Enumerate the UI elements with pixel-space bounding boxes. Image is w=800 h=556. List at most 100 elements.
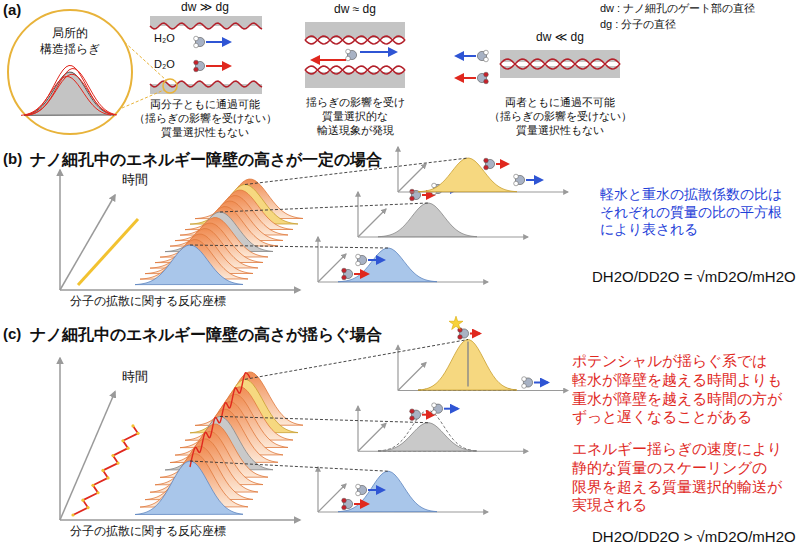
energy-profile	[338, 471, 437, 511]
trace-dot	[126, 447, 129, 450]
panel-title: ナノ細孔中のエネルギー障壁の高さが一定の場合	[30, 150, 382, 170]
time-axis	[358, 423, 386, 451]
d2o-molecule	[342, 498, 368, 510]
time-axis	[358, 209, 386, 237]
node-text: 局所的 構造揺らぎ	[40, 26, 100, 57]
trace-dot	[121, 439, 124, 442]
d2o-molecule	[342, 268, 368, 280]
d2o-molecule	[194, 60, 230, 72]
symbol-note: dg : 分子の直径	[600, 18, 676, 32]
fluctuating-barrier	[190, 373, 250, 467]
stall-star	[449, 316, 463, 329]
barrier-trace	[73, 426, 138, 515]
axis-label: 分子の拡散に関する反応座標	[70, 524, 226, 539]
fluctuation-wave	[305, 66, 405, 74]
projection-leader	[245, 340, 468, 380]
d2o-molecule	[484, 158, 508, 170]
trace-dot	[86, 506, 89, 509]
panel-letter: (b)	[3, 150, 22, 169]
motion-arrow	[534, 382, 548, 384]
motion-arrow	[354, 503, 368, 505]
fluctuation-wave	[305, 36, 405, 44]
fluctuation-wave	[500, 59, 620, 69]
note: ポテンシャルが揺らぐ系では 軽水が障壁を越える時間よりも 重水が障壁を越える時間…	[572, 352, 782, 427]
trace-dot	[91, 484, 94, 487]
trace-dot	[136, 432, 139, 435]
projection-leader	[190, 461, 388, 471]
axis-label: 時間	[122, 369, 148, 385]
trace-dot	[81, 499, 84, 502]
trace-dot	[96, 491, 99, 494]
fluctuation-wave	[500, 59, 620, 69]
trace-dot	[71, 513, 74, 516]
caption: 両者ともに通過不可能 （揺らぎの影響を受けない） 質量選択性もない	[489, 96, 632, 137]
time-axis	[318, 484, 346, 512]
motion-arrow	[470, 333, 480, 335]
energy-axis	[317, 237, 318, 282]
energy-axis	[357, 406, 358, 451]
panel-c	[60, 316, 568, 520]
rise-arrow	[467, 342, 468, 387]
energy-profile	[135, 245, 243, 285]
d2o-molecule	[456, 72, 488, 84]
h2o-molecule	[432, 403, 458, 415]
fluctuation-wave	[150, 81, 262, 87]
motion-arrow	[206, 41, 230, 43]
pore-wall	[150, 16, 262, 29]
energy-profile	[378, 423, 477, 451]
axis-label: 時間	[122, 172, 148, 188]
energy-axis	[59, 170, 61, 290]
size-condition: dw ≪ dg	[536, 30, 584, 45]
h2o-molecule	[356, 484, 384, 496]
zoom-circle: 局所的 構造揺らぎ	[6, 8, 134, 136]
panel-b	[60, 147, 568, 290]
time-axis	[398, 164, 426, 192]
reaction-axis	[60, 519, 300, 521]
trace-dot	[111, 454, 114, 457]
axis-label: 分子の拡散に関する反応座標	[70, 294, 226, 309]
formula: DH2O/DD2O > √mD2O/mH2O	[592, 528, 796, 547]
fluctuation-wave	[305, 66, 405, 74]
energy-profile	[338, 248, 437, 282]
reaction-axis	[60, 289, 300, 291]
fluctuation-line	[21, 76, 111, 115]
energy-profile	[135, 461, 243, 514]
panel-title: ナノ細孔中のエネルギー障壁の高さが揺らぐ場合	[30, 325, 382, 345]
panel-letter: (c)	[3, 325, 21, 344]
molecule-label: D₂O	[154, 58, 175, 72]
energy-profile	[418, 340, 517, 391]
pore-wall	[305, 22, 405, 38]
projection-leader	[220, 416, 428, 422]
motion-arrow	[456, 77, 476, 79]
h2o-molecule	[514, 174, 542, 186]
trace-dot	[106, 476, 109, 479]
symbol-note: dw : ナノ細孔のゲート部の直径	[600, 2, 755, 16]
caption: 揺らぎの影響を受け 質量選択的な 輸送現象が発現	[306, 96, 405, 137]
caption: 両分子ともに通過可能 （揺らぎの影響を受けない） 質量選択性もない	[134, 98, 277, 139]
h2o-molecule	[194, 36, 230, 48]
barrier-trace	[78, 219, 138, 285]
note: 軽水と重水の拡散係数の比は それぞれの質量の比の平方根 により表される	[600, 186, 782, 239]
motion-arrow	[312, 59, 346, 61]
energy-axis	[59, 358, 61, 520]
h2o-molecule	[456, 50, 488, 62]
d2o-molecule	[458, 328, 480, 340]
energy-profile	[378, 203, 477, 237]
pore-wall	[305, 72, 405, 88]
trace-dot	[131, 424, 134, 427]
trace-dot	[116, 461, 119, 464]
energy-axis	[397, 147, 398, 192]
energy-axis	[317, 467, 318, 512]
motion-arrow	[206, 65, 230, 67]
motion-arrow	[360, 51, 396, 53]
fluctuation-line	[27, 69, 117, 116]
formula: DH2O/DD2O = √mD2O/mH2O	[592, 268, 796, 287]
d2o-molecule	[410, 409, 434, 421]
panel-a	[110, 16, 620, 108]
trace-dot	[101, 469, 104, 472]
size-condition: dw ≫ dg	[181, 0, 229, 15]
time-axis	[60, 392, 115, 520]
reference-profile	[378, 411, 477, 451]
motion-arrow	[354, 273, 368, 275]
motion-arrow	[456, 55, 476, 57]
